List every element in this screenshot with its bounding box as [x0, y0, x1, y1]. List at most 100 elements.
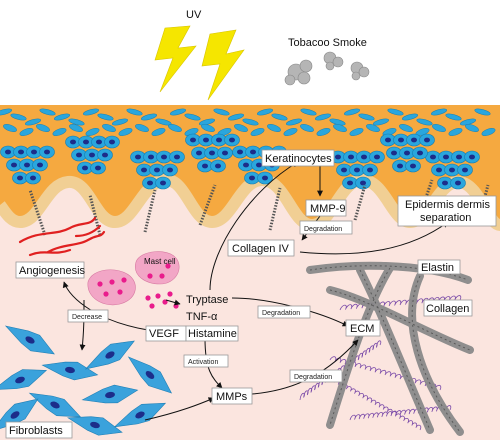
corneum-flake: [445, 113, 462, 121]
degradation-label-1: Degradation: [304, 226, 342, 233]
mmps-box: [211, 387, 253, 405]
collagen-iv-label: Collagen IV: [232, 243, 290, 255]
fibroblast: [41, 361, 99, 381]
cell-nucleus: [37, 162, 43, 168]
cell-nucleus: [96, 139, 102, 145]
cell-nucleus: [167, 167, 173, 173]
cell-nucleus: [443, 154, 449, 160]
degradation-label-2: Degradation: [262, 310, 300, 317]
cell-nucleus: [76, 152, 82, 158]
corneum-flake: [300, 124, 314, 132]
cell-nucleus: [24, 162, 30, 168]
corneum-flake: [82, 108, 100, 116]
corneum-flake: [184, 113, 201, 121]
keratinocytes-box: [261, 149, 335, 167]
degradation-label-3: Degradation: [294, 374, 332, 381]
degradation-tag-2: [257, 305, 311, 319]
corneum-flake: [430, 108, 448, 116]
cell-nucleus: [348, 154, 354, 160]
corneum-flake: [118, 128, 133, 136]
histamine-label: Histamine: [188, 328, 237, 340]
cell-nucleus: [135, 154, 141, 160]
decrease-label: Decrease: [72, 314, 102, 321]
collagen-box: [423, 299, 473, 317]
cell-nucleus: [147, 180, 153, 186]
cell-nucleus: [397, 163, 403, 169]
arrow-histamine-to-mmps: [204, 337, 223, 389]
stratum-corneum: [0, 108, 496, 136]
angiogenesis-box: [15, 261, 85, 279]
fibroblast: [0, 369, 48, 390]
cell-nucleus: [469, 154, 475, 160]
fibroblast: [4, 325, 55, 355]
cell-nucleus: [89, 152, 95, 158]
cell-nucleus: [148, 154, 154, 160]
corneum-flake: [140, 113, 158, 121]
cell-nucleus: [31, 149, 37, 155]
corneum-flake: [242, 118, 259, 126]
cell-nucleus: [347, 180, 353, 186]
fibroblast: [113, 402, 167, 428]
blood-vessel-icon: [18, 216, 106, 257]
corneum-flake: [465, 124, 479, 132]
cell-nucleus: [391, 150, 397, 156]
keratinocytes-label: Keratinocytes: [265, 153, 332, 165]
corneum-flake: [111, 118, 129, 126]
cell-nucleus: [160, 180, 166, 186]
cell-nucleus: [249, 175, 255, 181]
fibroblasts-box: [5, 421, 73, 439]
cell-nucleus: [430, 154, 436, 160]
separation-label-1: Epidermis dermis: [405, 199, 490, 211]
arrow-tryptase-to-keratinocytes: [209, 161, 299, 291]
corneum-flake: [10, 113, 27, 121]
degradation-tag-3: [289, 369, 343, 383]
cell-nucleus: [161, 154, 167, 160]
corneum-flake: [19, 128, 34, 136]
cell-nucleus: [335, 154, 341, 160]
tnf-label: TNF-α: [186, 311, 218, 323]
corneum-flake: [198, 118, 216, 126]
corneum-flake: [169, 108, 187, 116]
separation-label-2: separation: [420, 212, 471, 224]
fibroblast: [84, 340, 135, 370]
cell-nucleus: [411, 137, 417, 143]
corneum-flake: [0, 108, 13, 116]
fibroblast: [127, 356, 173, 394]
corneum-flake: [372, 118, 390, 126]
corneum-flake: [387, 108, 404, 116]
uv-bolt-icon: [154, 25, 245, 101]
smoke-icon: [284, 51, 370, 86]
corneum-flake: [53, 113, 71, 121]
tryptase-label: Tryptase: [186, 294, 228, 306]
corneum-flake: [432, 124, 446, 132]
cell-nucleus: [367, 167, 373, 173]
corneum-flake: [316, 128, 331, 136]
cell-nucleus: [109, 139, 115, 145]
cell-nucleus: [203, 137, 209, 143]
activation-tag: [183, 354, 229, 368]
cell-nucleus: [237, 149, 243, 155]
ecm-box: [345, 319, 381, 337]
cell-nucleus: [202, 163, 208, 169]
cell-nucleus: [404, 150, 410, 156]
corneum-flake: [267, 124, 281, 132]
cell-nucleus: [17, 175, 23, 181]
arrow-granules-to-mediators: [165, 299, 181, 306]
corneum-flake: [24, 118, 42, 126]
corneum-flake: [227, 113, 245, 121]
corneum-flake: [201, 124, 215, 132]
corneum-flake: [68, 118, 85, 126]
collagen-iv-box: [227, 239, 295, 257]
cell-nucleus: [215, 163, 221, 169]
cell-nucleus: [18, 149, 24, 155]
corneum-flake: [36, 124, 50, 132]
cell-nucleus: [398, 137, 404, 143]
cell-nucleus: [456, 154, 462, 160]
corneum-flake: [343, 108, 361, 116]
corneum-flake: [366, 124, 380, 132]
cell-nucleus: [341, 167, 347, 173]
cell-nucleus: [243, 162, 249, 168]
cell-nucleus: [222, 150, 228, 156]
corneum-flake: [168, 124, 182, 132]
cell-nucleus: [216, 137, 222, 143]
